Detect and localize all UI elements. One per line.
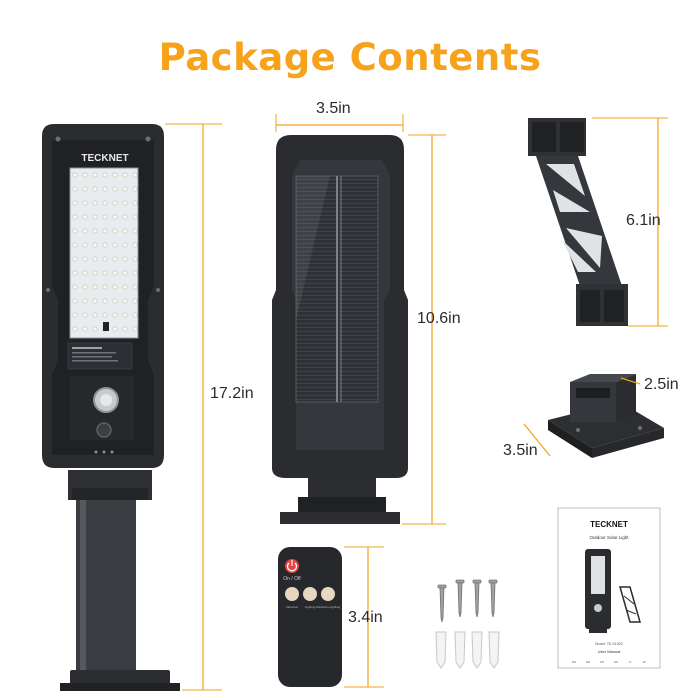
solar-panel-back	[272, 114, 446, 525]
panel-width-label: 3.5in	[316, 100, 351, 117]
page-title: Package Contents	[158, 36, 542, 79]
light-brand-logo: TECKNET	[81, 153, 128, 164]
remote-button-1-label: Induction	[286, 605, 299, 609]
manual-brand: TECKNET	[590, 520, 628, 529]
manual-heading: User Manual	[598, 649, 621, 654]
remote-button-2	[303, 587, 317, 601]
remote-height-label: 3.4in	[348, 609, 383, 626]
wall-anchors	[435, 631, 500, 669]
manual-lang: EN	[572, 660, 576, 664]
remote-button-2-label: Lighting	[305, 605, 316, 609]
manual-lang: ES	[614, 660, 618, 664]
light-height-label: 17.2in	[210, 385, 254, 402]
bracket-height-label: 6.1in	[626, 212, 661, 229]
mount-depth-line	[523, 423, 551, 457]
manual-lang: IT	[629, 660, 632, 664]
mount-depth-label: 3.5in	[503, 442, 538, 459]
manual-model: Model: TK-SL002	[595, 642, 622, 646]
user-manual: TECKNET Outdoor Solar Light Model: TK-SL…	[557, 507, 661, 669]
solar-street-light: TECKNET	[42, 123, 222, 691]
manual-lang: JP	[642, 660, 646, 664]
led-panel	[69, 167, 139, 339]
pole-bracket	[528, 117, 668, 327]
manual-subtitle: Outdoor Solar Light	[589, 535, 629, 540]
light-sensor-icon	[96, 422, 112, 438]
power-button-label: On / Off	[283, 576, 301, 582]
remote-button-1	[285, 587, 299, 601]
base-mount	[523, 374, 664, 458]
remote-control: On / Off Induction Lighting Induction+Li…	[278, 546, 384, 688]
manual-lang: DE	[586, 660, 590, 664]
remote-body	[278, 547, 342, 687]
mount-width-line	[620, 377, 641, 385]
remote-button-3-label: Induction+Lighting	[316, 605, 341, 609]
manual-lang: FR	[600, 660, 605, 664]
remote-button-3	[321, 587, 335, 601]
screws	[437, 579, 498, 623]
mount-width-label: 2.5in	[644, 376, 679, 393]
panel-height-label: 10.6in	[417, 310, 461, 327]
